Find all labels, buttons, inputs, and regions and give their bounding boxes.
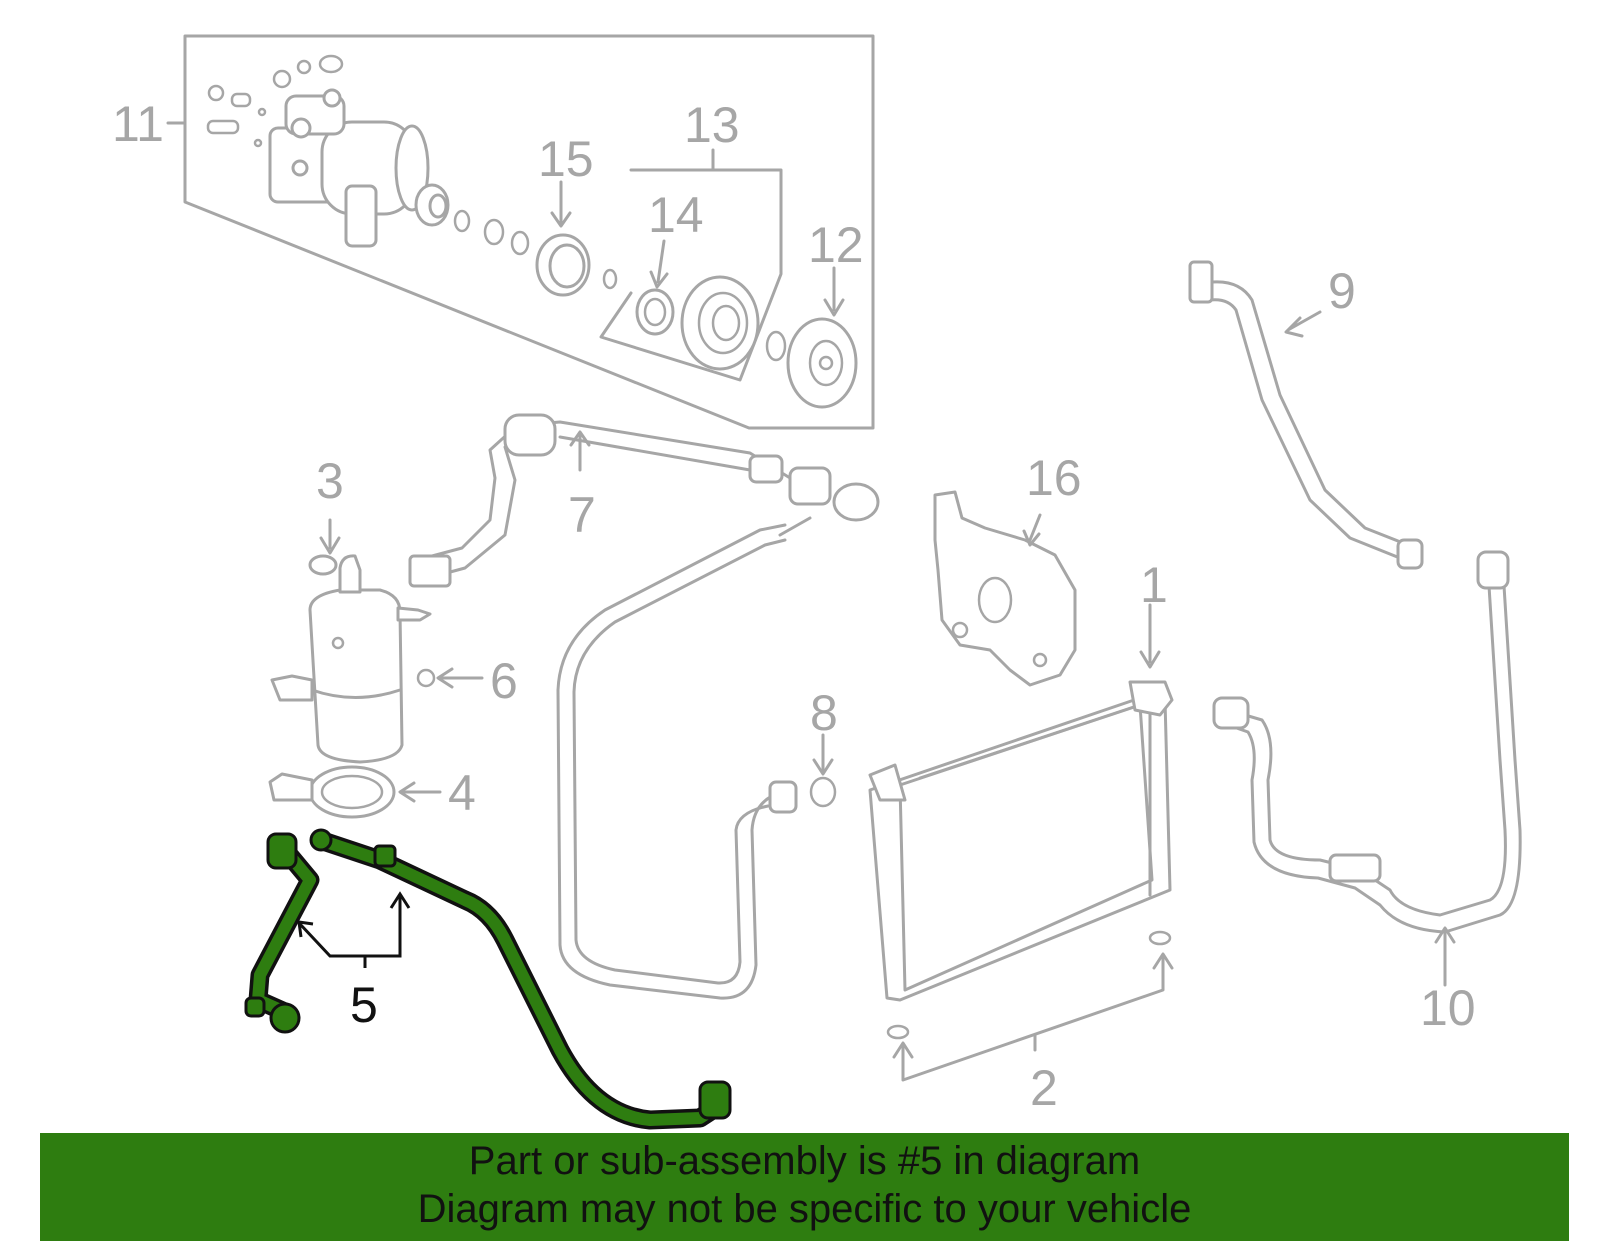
part-9-hose [1188,260,1424,570]
callout-12: 12 [808,217,864,273]
callout-2: 2 [1030,1060,1058,1116]
part-7-hose [408,413,880,1000]
callout-16: 16 [1026,450,1082,506]
info-banner: Part or sub-assembly is #5 in diagram Di… [40,1133,1569,1241]
part-1-condenser [868,603,1174,1002]
part-5-highlighted-hose-assembly [244,828,732,1130]
part-10-hose [1212,550,1522,987]
callout-6: 6 [490,653,518,709]
part-16-bracket [933,490,1077,687]
part-6-clip [416,667,484,689]
callout-5: 5 [350,977,378,1033]
callout-3: 3 [316,453,344,509]
callout-1: 1 [1140,557,1168,613]
part-2-grommets [886,930,1174,1082]
callout-14: 14 [648,187,704,243]
banner-line-part: Part or sub-assembly is #5 in diagram [468,1139,1141,1183]
part-8-oring [809,733,837,808]
callout-10: 10 [1420,980,1476,1036]
part-3-accumulator [270,518,432,764]
callout-9: 9 [1328,263,1356,319]
callout-7: 7 [568,487,596,543]
compressor-assembly-group [166,34,875,430]
callout-13: 13 [684,97,740,153]
callout-8: 8 [810,685,838,741]
callout-15: 15 [538,131,594,187]
banner-line-disclaimer: Diagram may not be specific to your vehi… [417,1187,1192,1231]
part-4-bracket [268,765,442,819]
callout-4: 4 [448,765,476,821]
callout-11: 11 [112,96,164,152]
